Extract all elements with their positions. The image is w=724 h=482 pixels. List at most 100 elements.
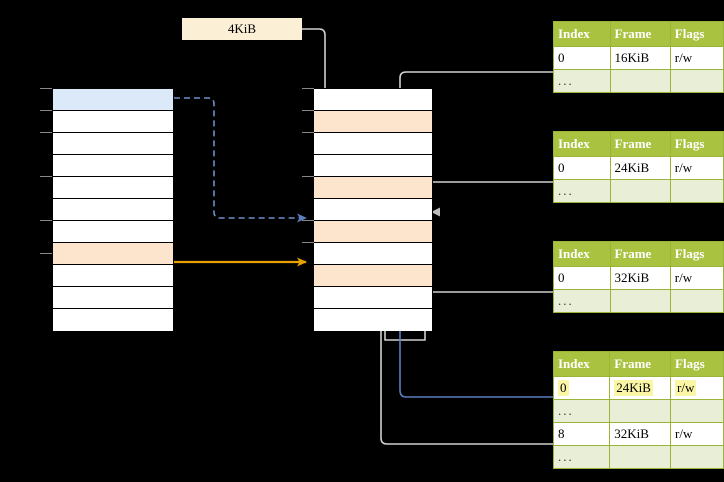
table-header-row: Index Frame Flags (552, 351, 724, 377)
table-row: ... (553, 179, 724, 203)
cell-index: 0 (553, 46, 611, 70)
virtual-tick-2 (40, 110, 52, 111)
cell-frame (609, 399, 672, 423)
table-row: ... (552, 399, 724, 423)
cell-frame: 24KiB (609, 156, 671, 180)
physical-tick-1 (302, 88, 314, 89)
cell-index: 0 (553, 266, 611, 290)
table-row: 8 32KiB r/w (552, 422, 724, 446)
column-header-index: Index (553, 241, 611, 267)
size-label-4kib: 4KiB (182, 18, 302, 40)
cell-frame (609, 445, 672, 469)
table-row: ... (553, 289, 724, 313)
virtual-address-column (52, 88, 174, 331)
cell-flags: r/w (669, 156, 724, 180)
column-header-index: Index (552, 351, 611, 377)
physical-tick-5 (302, 220, 314, 221)
virtual-cell-10 (53, 287, 173, 309)
cell-flags-text: r/w (675, 380, 697, 396)
virtual-tick-6 (40, 253, 52, 254)
table-row: 0 24KiB r/w (553, 156, 724, 180)
column-header-frame: Frame (609, 21, 671, 47)
cell-frame (609, 179, 671, 203)
column-header-frame: Frame (609, 241, 671, 267)
physical-cell-10 (314, 287, 432, 309)
cell-flags (670, 445, 724, 469)
cell-flags: r/w (669, 266, 724, 290)
cell-index: ... (553, 179, 611, 203)
virtual-cell-8 (53, 243, 173, 265)
physical-tick-3 (302, 132, 314, 133)
virtual-cell-5 (53, 177, 173, 199)
physical-cell-11 (314, 309, 432, 331)
table-row: 0 32KiB r/w (553, 266, 724, 290)
virtual-tick-4 (40, 176, 52, 177)
cell-flags (670, 399, 724, 423)
column-header-flags: Flags (670, 351, 724, 377)
physical-cell-4 (314, 155, 432, 177)
virtual-cell-3 (53, 133, 173, 155)
cell-index: 0 (553, 156, 611, 180)
physical-cell-7 (314, 221, 432, 243)
physical-tick-4 (302, 176, 314, 177)
cell-flags: r/w (669, 46, 724, 70)
physical-cell-1 (314, 89, 432, 111)
virtual-cell-1 (53, 89, 173, 111)
table-row: ... (552, 445, 724, 469)
virtual-tick-1 (40, 88, 52, 89)
connector-virtual-row1-dashed (174, 97, 307, 223)
table-row-highlighted: 0 24KiB r/w (552, 376, 724, 400)
cell-flags (669, 289, 724, 313)
table-header-row: Index Frame Flags (553, 131, 724, 157)
column-header-index: Index (553, 21, 611, 47)
cell-index: ... (552, 445, 611, 469)
cell-frame (609, 289, 671, 313)
physical-cell-2 (314, 111, 432, 133)
virtual-cell-6 (53, 199, 173, 221)
cell-index-text: 0 (558, 380, 569, 396)
cell-frame: 32KiB (609, 422, 672, 446)
table-header-row: Index Frame Flags (553, 21, 724, 47)
page-table-2: Index Frame Flags 0 24KiB r/w ... (553, 131, 724, 203)
virtual-tick-5 (40, 220, 52, 221)
column-header-flags: Flags (669, 241, 724, 267)
cell-index: 8 (552, 422, 611, 446)
physical-cell-5 (314, 177, 432, 199)
cell-frame: 32KiB (609, 266, 671, 290)
cell-frame-text: 24KiB (614, 380, 653, 396)
cell-flags: r/w (670, 376, 724, 400)
physical-memory-column (313, 88, 433, 331)
physical-cell-6 (314, 199, 432, 221)
cell-flags (669, 69, 724, 93)
connector-table2-to-physical (424, 181, 553, 217)
page-table-4: Index Frame Flags 0 24KiB r/w ... 8 32Ki… (552, 351, 724, 469)
physical-tick-6 (302, 242, 314, 243)
table-row: ... (553, 69, 724, 93)
page-table-1: Index Frame Flags 0 16KiB r/w ... (553, 21, 724, 93)
column-header-frame: Frame (609, 131, 671, 157)
virtual-tick-3 (40, 132, 52, 133)
page-table-3: Index Frame Flags 0 32KiB r/w ... (553, 241, 724, 313)
cell-index: 0 (552, 376, 611, 400)
cell-flags (669, 179, 724, 203)
column-header-frame: Frame (609, 351, 672, 377)
virtual-cell-2 (53, 111, 173, 133)
cell-flags: r/w (670, 422, 724, 446)
virtual-cell-11 (53, 309, 173, 331)
column-header-flags: Flags (669, 131, 724, 157)
table-header-row: Index Frame Flags (553, 241, 724, 267)
physical-cell-8 (314, 243, 432, 265)
cell-frame: 16KiB (609, 46, 671, 70)
cell-index: ... (553, 69, 611, 93)
column-header-index: Index (553, 131, 611, 157)
cell-index: ... (553, 289, 611, 313)
virtual-cell-9 (53, 265, 173, 287)
virtual-cell-4 (53, 155, 173, 177)
physical-tick-2 (302, 110, 314, 111)
virtual-cell-7 (53, 221, 173, 243)
cell-index: ... (552, 399, 611, 423)
cell-frame: 24KiB (609, 376, 672, 400)
physical-cell-9 (314, 265, 432, 287)
cell-frame (609, 69, 671, 93)
